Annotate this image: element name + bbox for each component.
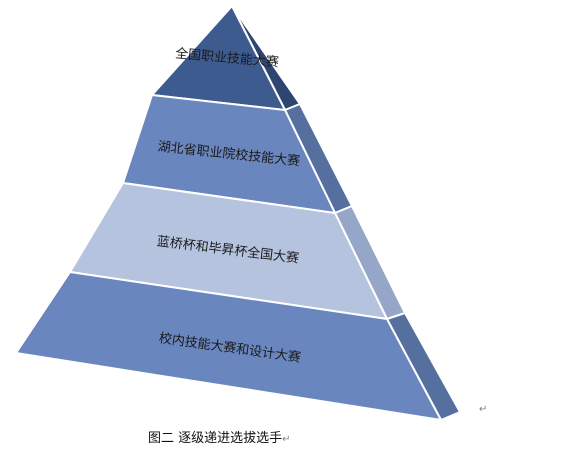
figure-caption: 图二 逐级递进选拔选手↵ (148, 427, 291, 446)
caption-text: 图二 逐级递进选拔选手 (148, 431, 283, 446)
pyramid-tier-4: 校内技能大赛和设计大赛 (14, 270, 462, 422)
tier-4-front-face (14, 270, 443, 422)
pyramid-tier-1: 全国职业技能大赛 (149, 4, 302, 112)
caption-paragraph-mark: ↵ (282, 434, 291, 445)
pyramid-tier-3: 蓝桥杯和毕昇杯全国大赛 (68, 181, 407, 321)
paragraph-mark-right: ↵ (479, 404, 488, 415)
